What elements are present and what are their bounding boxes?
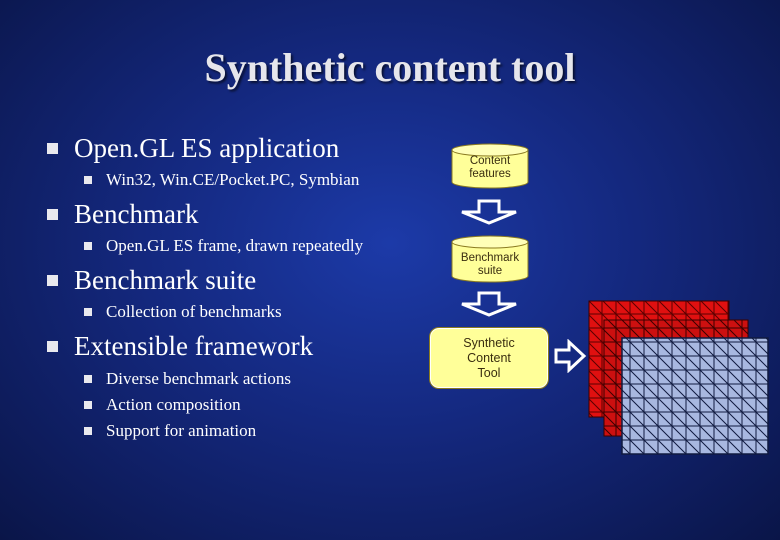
bullet-extensible-framework: Extensible framework (47, 331, 314, 362)
bullet-opengl-es-application: Open.GL ES application (47, 133, 340, 164)
sub-bullet-text: Support for animation (106, 421, 257, 440)
bullet-square-icon (84, 308, 92, 316)
sub-bullet-text: Win32, Win.CE/Pocket.PC, Symbian (106, 170, 360, 189)
sub-bullet-composition: Action composition (84, 395, 241, 415)
sub-bullet-actions: Diverse benchmark actions (84, 369, 292, 389)
sub-bullet-animation: Support for animation (84, 421, 257, 441)
bullet-square-icon (84, 427, 92, 435)
bullet-text: Benchmark (74, 199, 199, 229)
bullet-square-icon (47, 209, 58, 220)
bullet-text: Open.GL ES application (74, 133, 340, 163)
sub-bullet-text: Diverse benchmark actions (106, 369, 292, 388)
bullet-square-icon (84, 401, 92, 409)
sub-bullet-platforms: Win32, Win.CE/Pocket.PC, Symbian (84, 170, 360, 190)
cylinder-icon (451, 235, 529, 283)
bullet-square-icon (47, 143, 58, 154)
benchmark-frames-stack-image (588, 300, 769, 455)
content-features-cylinder: Content features (451, 143, 529, 189)
cylinder-icon (451, 143, 529, 189)
arrow-right-icon (554, 339, 587, 373)
arrow-down-icon (461, 199, 517, 225)
bullet-square-icon (84, 176, 92, 184)
cylinder-label: Benchmark suite (460, 252, 520, 277)
bullet-benchmark: Benchmark (47, 199, 199, 230)
cylinder-label: Content features (469, 155, 511, 180)
sub-bullet-text: Open.GL ES frame, drawn repeatedly (106, 236, 364, 255)
sub-bullet-collection: Collection of benchmarks (84, 302, 282, 322)
bullet-text: Extensible framework (74, 331, 314, 361)
sub-bullet-frame: Open.GL ES frame, drawn repeatedly (84, 236, 364, 256)
bullet-text: Benchmark suite (74, 265, 257, 295)
sub-bullet-text: Collection of benchmarks (106, 302, 282, 321)
arrow-down-icon (461, 291, 517, 317)
tool-label: Synthetic Content Tool (463, 336, 515, 380)
bullet-benchmark-suite: Benchmark suite (47, 265, 257, 296)
bullet-square-icon (47, 341, 58, 352)
synthetic-content-tool-box: Synthetic Content Tool (429, 327, 549, 389)
bullet-square-icon (84, 242, 92, 250)
slide-title: Synthetic content tool (204, 45, 576, 90)
benchmark-suite-cylinder: Benchmark suite (451, 235, 529, 283)
bullet-square-icon (47, 275, 58, 286)
sub-bullet-text: Action composition (106, 395, 241, 414)
bullet-square-icon (84, 375, 92, 383)
